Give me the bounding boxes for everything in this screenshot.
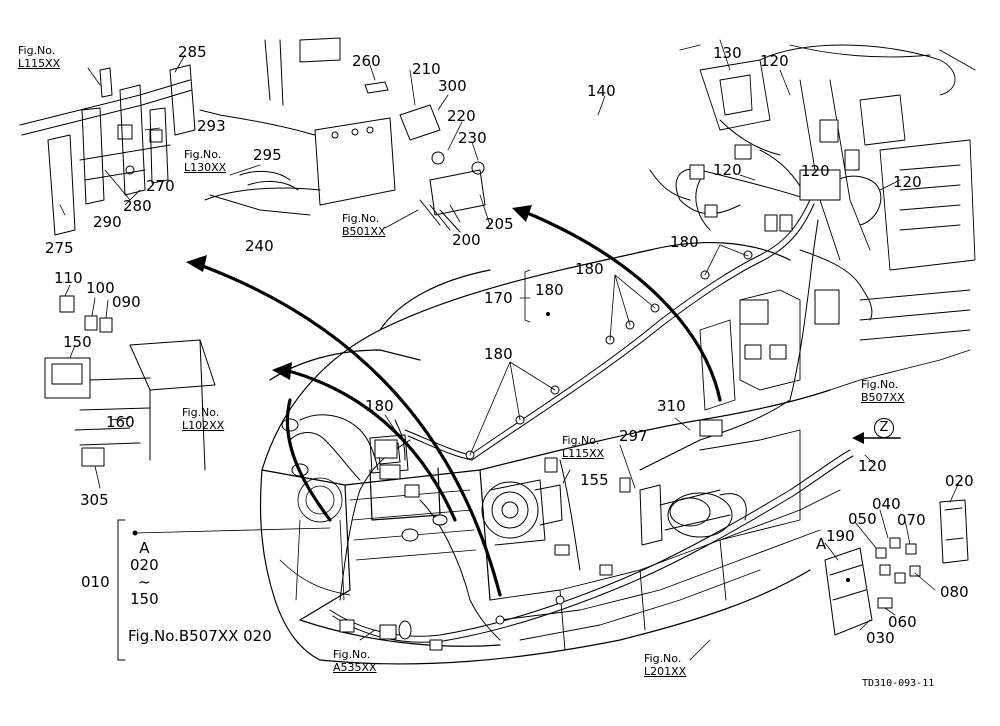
fig-ref: Fig.No. A535XX bbox=[333, 648, 377, 674]
part-label: 170 bbox=[484, 289, 513, 307]
part-label: 240 bbox=[245, 237, 274, 255]
part-label: 200 bbox=[452, 231, 481, 249]
fig-ref: Fig.No. L102XX bbox=[182, 406, 224, 432]
range-bracket bbox=[117, 519, 331, 661]
part-label: 300 bbox=[438, 77, 467, 95]
range-line: ~ bbox=[138, 573, 151, 591]
part-label: 090 bbox=[112, 293, 141, 311]
part-label: 260 bbox=[352, 52, 381, 70]
part-label: 110 bbox=[54, 269, 83, 287]
fig-ref-code: L115XX bbox=[18, 57, 61, 70]
fig-ref-code: A535XX bbox=[333, 661, 377, 674]
part-label: 130 bbox=[713, 44, 742, 62]
reference-dots bbox=[546, 312, 850, 582]
fig-ref-label: Fig.No. bbox=[861, 378, 899, 391]
front-lamps bbox=[281, 418, 448, 640]
plate-assembly bbox=[199, 37, 486, 233]
part-label: 120 bbox=[893, 173, 922, 191]
part-label: A bbox=[816, 535, 827, 553]
fig-ref-code: L102XX bbox=[182, 419, 225, 432]
z-arrow-head bbox=[852, 432, 864, 444]
part-label: 070 bbox=[897, 511, 926, 529]
wire-harness-main bbox=[289, 119, 882, 643]
part-label: 120 bbox=[858, 457, 887, 475]
part-label: 120 bbox=[760, 52, 789, 70]
part-label: 180 bbox=[575, 260, 604, 278]
part-label: 293 bbox=[197, 117, 226, 135]
fig-ref: Fig.No. L115XX bbox=[562, 434, 604, 460]
part-label: 100 bbox=[86, 279, 115, 297]
part-label: 275 bbox=[45, 239, 74, 257]
part-label: 030 bbox=[866, 629, 895, 647]
fig-ref-code: L130XX bbox=[184, 161, 227, 174]
chassis-frame bbox=[489, 139, 976, 651]
part-label: 155 bbox=[580, 471, 609, 489]
fig-ref-label: Fig.No. bbox=[182, 406, 220, 419]
fig-ref: Fig.No. B501XX bbox=[342, 212, 386, 238]
bracket-assembly-left bbox=[19, 64, 196, 236]
fig-ref-code: L115XX bbox=[562, 447, 605, 460]
fig-ref-label: Fig.No. bbox=[333, 648, 371, 661]
range-line: A bbox=[139, 539, 150, 557]
part-label: 310 bbox=[657, 397, 686, 415]
arrow-heads bbox=[186, 205, 532, 380]
fig-ref-label: Fig.No. bbox=[18, 44, 56, 57]
leader-lines bbox=[59, 39, 961, 631]
part-label: 120 bbox=[801, 162, 830, 180]
part-label: 297 bbox=[619, 427, 648, 445]
part-label: 295 bbox=[253, 146, 282, 164]
part-label: 050 bbox=[848, 510, 877, 528]
part-label: 140 bbox=[587, 82, 616, 100]
relay-bracket bbox=[74, 339, 216, 471]
z-marker: Z bbox=[874, 418, 894, 438]
direction-arrows bbox=[198, 210, 722, 597]
part-label: 080 bbox=[940, 583, 969, 601]
part-label: 230 bbox=[458, 129, 487, 147]
part-label: 270 bbox=[146, 177, 175, 195]
starter-motor bbox=[639, 484, 747, 546]
relay-group bbox=[44, 295, 113, 399]
fig-ref: Fig.No. L201XX bbox=[644, 652, 686, 678]
fig-ref-code: B501XX bbox=[342, 225, 386, 238]
range-line: 150 bbox=[130, 590, 159, 608]
fig-ref-code: L201XX bbox=[644, 665, 687, 678]
fig-ref-label: Fig.No. bbox=[644, 652, 682, 665]
part-label: 290 bbox=[93, 213, 122, 231]
fig-ref: Fig.No. B507XX bbox=[861, 378, 905, 404]
part-label: 285 bbox=[178, 43, 207, 61]
alternator bbox=[481, 479, 563, 546]
part-label: 010 bbox=[81, 573, 110, 591]
part-label: 160 bbox=[106, 413, 135, 431]
part-label: 020 bbox=[945, 472, 974, 490]
drawing-code: TD310-093-11 bbox=[862, 678, 935, 689]
part-label: 180 bbox=[535, 281, 564, 299]
range-note: A 020 ~ 150 bbox=[130, 540, 159, 608]
part-label: 190 bbox=[826, 527, 855, 545]
part-label: 180 bbox=[365, 397, 394, 415]
part-label: 060 bbox=[888, 613, 917, 631]
part-label: 040 bbox=[872, 495, 901, 513]
fig-ref: Fig.No. L115XX bbox=[18, 44, 60, 70]
fuse-box-assembly bbox=[824, 499, 969, 636]
part-label: 150 bbox=[63, 333, 92, 351]
fig-ref-label: Fig.No. bbox=[562, 434, 600, 447]
part-label: 210 bbox=[412, 60, 441, 78]
part-label: 220 bbox=[447, 107, 476, 125]
part-label: 180 bbox=[670, 233, 699, 251]
range-line: 020 bbox=[130, 556, 159, 574]
part-label: 205 bbox=[485, 215, 514, 233]
fig-ref-label: Fig.No. bbox=[184, 148, 222, 161]
part-label: 305 bbox=[80, 491, 109, 509]
part-label: 280 bbox=[123, 197, 152, 215]
fig-ref-label: Fig.No. bbox=[342, 212, 380, 225]
part-label: 120 bbox=[713, 161, 742, 179]
fig-ref: Fig.No. L130XX bbox=[184, 148, 226, 174]
range-note-ref: Fig.No.B507XX 020 bbox=[128, 627, 272, 645]
harness-connectors bbox=[339, 119, 860, 651]
fig-ref-code: B507XX bbox=[861, 391, 905, 404]
part-label: 180 bbox=[484, 345, 513, 363]
